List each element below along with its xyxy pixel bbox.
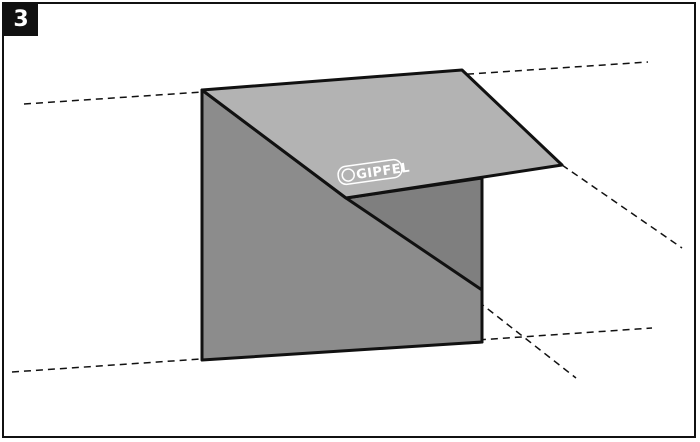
step-number: 3 bbox=[13, 7, 29, 32]
step-number-badge: 3 bbox=[4, 4, 38, 36]
frame-border bbox=[2, 2, 696, 438]
right-diagonal-guide-line bbox=[561, 164, 683, 249]
lower-guide-line bbox=[11, 327, 653, 373]
logo-text: GIPFEL bbox=[355, 160, 411, 182]
brand-logo: GIPFEL bbox=[337, 158, 411, 186]
folded-lid bbox=[200, 68, 564, 200]
logo-emblem-icon bbox=[341, 168, 355, 182]
logo-outline bbox=[337, 158, 403, 186]
